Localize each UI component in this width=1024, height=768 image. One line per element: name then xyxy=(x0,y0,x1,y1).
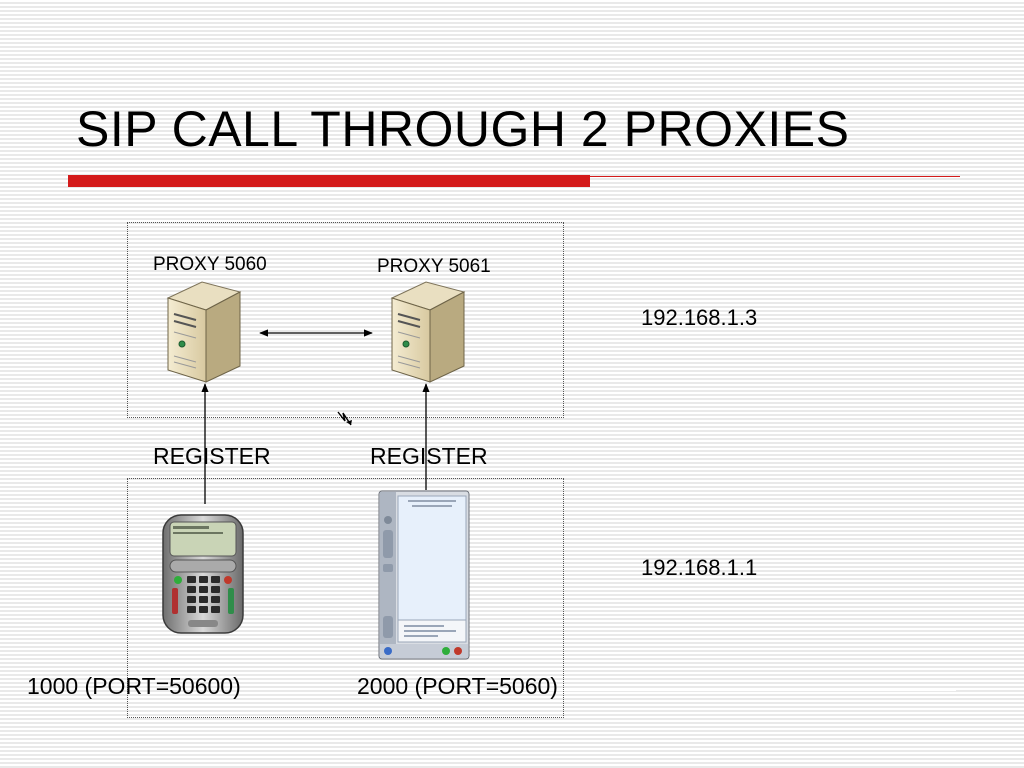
softphone-window-icon xyxy=(378,490,470,660)
server-icon xyxy=(166,281,242,383)
client-label-2000: 2000 (PORT=5060) xyxy=(357,673,558,699)
register-label-1000: REGISTER xyxy=(153,443,271,469)
server-icon xyxy=(390,281,466,383)
title-underline-thin xyxy=(590,176,960,177)
xlite-phone-icon xyxy=(162,514,244,634)
title-underline-bar xyxy=(68,175,590,187)
register-label-2000: REGISTER xyxy=(370,443,488,469)
client-label-1000: 1000 (PORT=50600) xyxy=(27,673,241,699)
bottom-divider xyxy=(390,690,956,691)
proxy-label-5060: PROXY 5060 xyxy=(153,254,267,275)
client-group-box xyxy=(127,478,564,718)
proxy-label-5061: PROXY 5061 xyxy=(377,256,491,277)
slide-title: SIP CALL THROUGH 2 PROXIES xyxy=(76,101,850,157)
ip-address-clients: 192.168.1.1 xyxy=(641,555,758,580)
ip-address-proxies: 192.168.1.3 xyxy=(641,305,758,330)
